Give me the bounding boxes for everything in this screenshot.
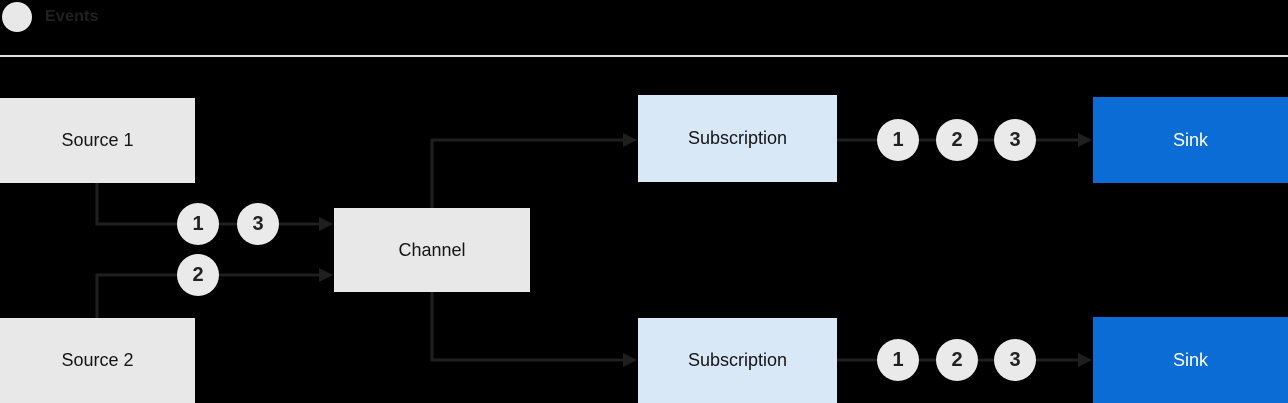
node-subscription-bottom-label: Subscription — [687, 350, 788, 370]
wire-channel-to-subscription-top — [430, 138, 624, 208]
event-badge: 1 — [177, 203, 219, 245]
arrowhead-source1-to-channel — [319, 217, 333, 231]
event-badge: 3 — [994, 339, 1036, 381]
arrowhead-channel-to-subscription-top — [623, 133, 637, 147]
node-source-1-label: Source 1 — [61, 130, 134, 150]
node-channel: Channel — [334, 208, 530, 292]
legend-divider — [0, 55, 1288, 57]
wire-channel-to-subscription-bottom — [430, 292, 624, 362]
event-badge: 1 — [877, 339, 919, 381]
node-sink-bottom-label: Sink — [1172, 349, 1208, 370]
event-badge: 2 — [936, 339, 978, 381]
event-badge: 3 — [237, 203, 279, 245]
node-source-2: Source 2 — [0, 318, 195, 403]
event-badge: 3 — [994, 119, 1036, 161]
event-badge: 2 — [936, 119, 978, 161]
node-source-2-label: Source 2 — [61, 350, 134, 370]
node-source-1: Source 1 — [0, 98, 195, 183]
event-badge: 1 — [877, 119, 919, 161]
node-sink-top-label: Sink — [1172, 129, 1208, 150]
arrowhead-subscription-bottom-to-sink — [1078, 353, 1092, 367]
node-subscription-bottom: Subscription — [638, 318, 837, 403]
arrowhead-source2-to-channel — [319, 268, 333, 282]
legend-event-circle-icon — [2, 2, 32, 32]
node-sink-top: Sink — [1093, 97, 1288, 183]
legend-label: Events — [45, 8, 99, 25]
node-sink-bottom: Sink — [1093, 317, 1288, 403]
event-badge: 2 — [177, 254, 219, 296]
node-subscription-top-label: Subscription — [687, 128, 788, 148]
wire-source2-to-channel — [95, 273, 320, 318]
node-subscription-top: Subscription — [638, 95, 837, 182]
arrowhead-channel-to-subscription-bottom — [623, 353, 637, 367]
node-channel-label: Channel — [398, 239, 466, 260]
arrowhead-subscription-top-to-sink — [1078, 133, 1092, 147]
